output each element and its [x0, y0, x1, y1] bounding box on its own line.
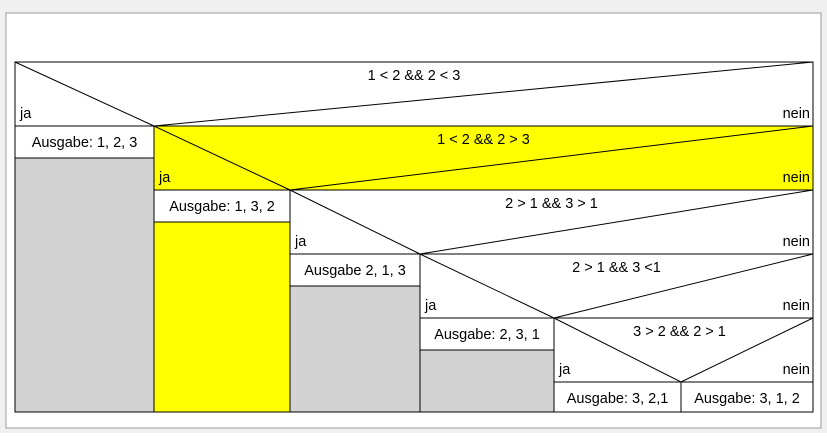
decision-condition: 3 > 2 && 2 > 1: [633, 324, 726, 340]
empty-block-filler: [290, 286, 420, 412]
decision-diagonal-left: [153, 125, 291, 191]
empty-block-filler: [15, 158, 154, 412]
no-label: nein: [783, 234, 810, 250]
decision-diagonal-right: [419, 189, 814, 255]
decision-diagonal-right: [553, 253, 814, 319]
decision-diagonal-left: [419, 253, 555, 319]
yes-label: ja: [294, 234, 307, 250]
decision-condition: 1 < 2 && 2 < 3: [368, 68, 461, 84]
output-statement: Ausgabe: 1, 3, 2: [169, 199, 275, 215]
decision-diagonal-right: [289, 125, 814, 191]
yes-label: ja: [158, 170, 171, 186]
no-label: nein: [783, 362, 810, 378]
output-statement: Ausgabe: 3, 1, 2: [694, 391, 800, 407]
decision-diagonal-right: [153, 61, 814, 127]
decision-condition: 1 < 2 && 2 > 3: [437, 132, 530, 148]
decision-diagonal-left: [14, 61, 155, 127]
decision-condition: 2 > 1 && 3 > 1: [505, 196, 598, 212]
decision-block-highlight: [154, 126, 813, 190]
structogram-border: [14, 61, 814, 413]
yes-label: ja: [558, 362, 571, 378]
output-statement: Ausgabe: 2, 3, 1: [434, 327, 540, 343]
no-label: nein: [783, 106, 810, 122]
empty-block-filler: [420, 350, 554, 412]
empty-block-filler: [154, 222, 290, 412]
decision-condition: 2 > 1 && 3 <1: [572, 260, 661, 276]
decision-diagonal-left: [553, 317, 682, 383]
output-statement: Ausgabe: 1, 2, 3: [32, 135, 138, 151]
no-label: nein: [783, 170, 810, 186]
no-label: nein: [783, 298, 810, 314]
decision-diagonal-right: [680, 317, 814, 383]
output-statement: Ausgabe: 3, 2,1: [567, 391, 669, 407]
yes-label: ja: [19, 106, 32, 122]
decision-diagonal-left: [289, 189, 421, 255]
yes-label: ja: [424, 298, 437, 314]
output-statement: Ausgabe 2, 1, 3: [304, 263, 406, 279]
